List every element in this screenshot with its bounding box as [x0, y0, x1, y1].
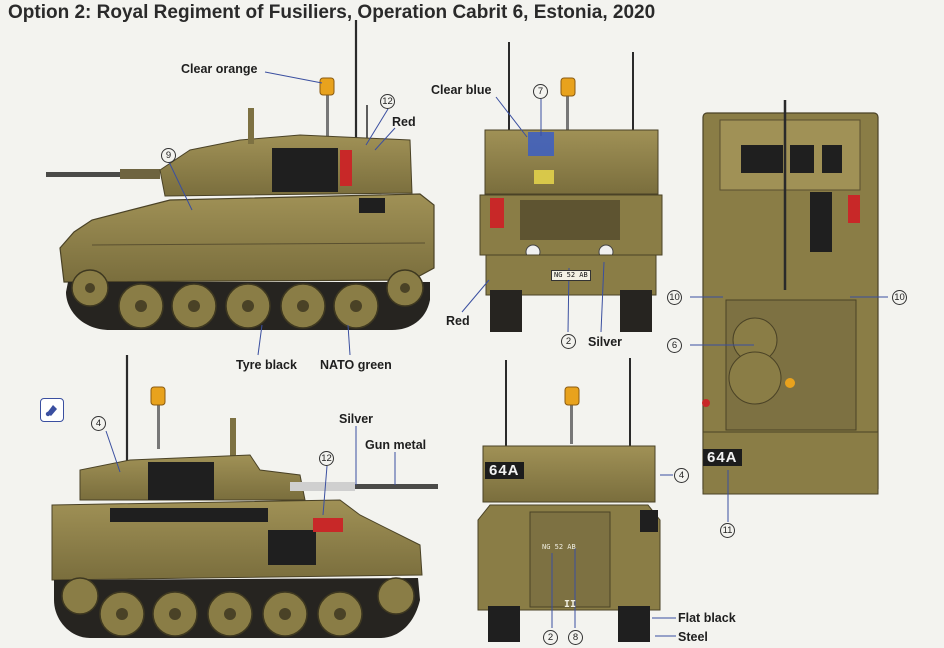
label-clear-blue: Clear blue: [431, 83, 492, 97]
rear-number-plate: NG 52 AB: [542, 543, 576, 551]
callout-11: 11: [720, 523, 735, 538]
rear-track-right: [618, 606, 650, 642]
side-view-right: [46, 20, 435, 330]
label-tyre-black: Tyre black: [236, 358, 297, 372]
silver-barrel-section: [290, 482, 355, 491]
rear-door: [529, 511, 611, 608]
callout-8: 8: [568, 630, 583, 645]
label-clear-orange: Clear orange: [181, 62, 258, 76]
tactical-number-top: 64A: [703, 449, 742, 466]
road-wheels: [71, 269, 424, 329]
label-red-front: Red: [446, 314, 470, 328]
rear-bar-marking: II: [564, 599, 577, 610]
label-silver-side: Silver: [339, 412, 374, 426]
label-nato-green: NATO green: [320, 358, 392, 372]
callout-6: 6: [667, 338, 682, 353]
fire-extinguisher: [340, 150, 352, 186]
callout-4-rear: 4: [674, 468, 689, 483]
label-red: Red: [392, 115, 416, 129]
callout-10-right: 10: [892, 290, 907, 305]
front-red-marker: [490, 198, 504, 228]
label-flat-black: Flat black: [678, 611, 736, 625]
front-turret: [484, 129, 659, 195]
callout-2-front: 2: [561, 334, 576, 349]
main-gun-barrel: [46, 172, 156, 177]
rear-track-left: [488, 606, 520, 642]
turret-stowage: [272, 148, 338, 192]
callout-10-left: 10: [667, 290, 682, 305]
page-title: Option 2: Royal Regiment of Fusiliers, O…: [8, 2, 656, 23]
beacon-light: [150, 386, 166, 406]
beacon-light: [564, 386, 580, 406]
decal-symbol-icon: [40, 398, 64, 422]
front-view: [479, 42, 663, 332]
label-silver-front: Silver: [588, 335, 623, 349]
label-gun-metal: Gun metal: [365, 438, 427, 452]
rear-view: [477, 358, 661, 642]
callout-4-side: 4: [91, 416, 106, 431]
side-view-left: [51, 355, 438, 638]
callout-2-rear: 2: [543, 630, 558, 645]
beacon-light: [560, 77, 576, 97]
front-number-plate: NG 52 AB: [551, 270, 591, 281]
callout-9: 9: [161, 148, 176, 163]
leader-lines: [105, 71, 888, 637]
hull: [59, 193, 435, 283]
callout-7: 7: [533, 84, 548, 99]
front-track-right: [620, 290, 652, 332]
beacon-light: [319, 77, 335, 96]
callout-12-side: 12: [319, 451, 334, 466]
top-view: [702, 100, 879, 495]
gun-metal-barrel: [290, 484, 438, 489]
tactical-number-rear: 64A: [485, 462, 524, 479]
red-light-cluster: [313, 518, 343, 532]
front-track-left: [490, 290, 522, 332]
label-steel: Steel: [678, 630, 708, 644]
callout-12-top: 12: [380, 94, 395, 109]
